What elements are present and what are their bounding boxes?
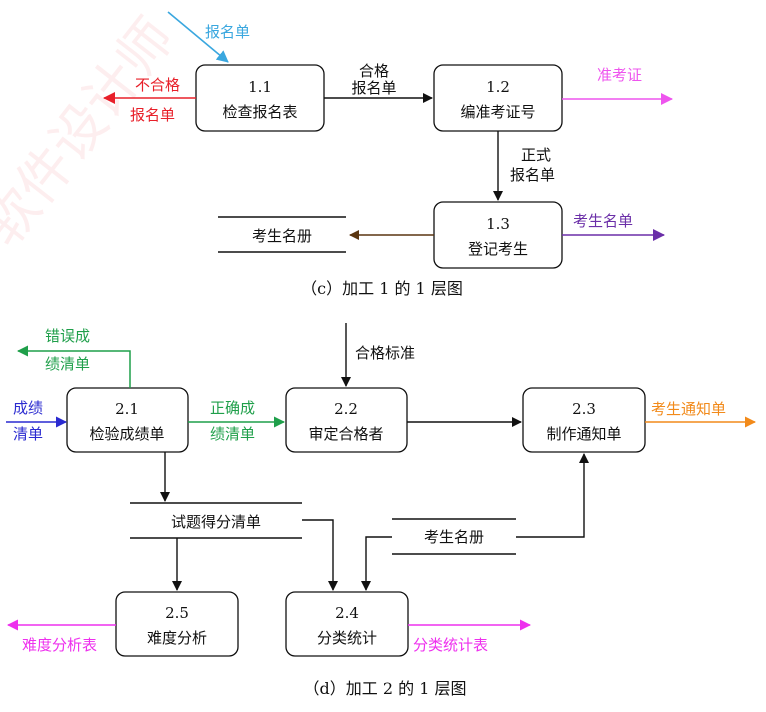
flow-classify-label: 分类统计表 — [413, 636, 488, 654]
flow-scores-to-2-4 — [302, 519, 338, 591]
process-2-3-name: 制作通知单 — [546, 425, 621, 443]
process-2-4-number: 2.4 — [335, 604, 359, 622]
process-2-1-number: 2.1 — [115, 400, 139, 418]
flow-grade-label-2: 清单 — [13, 425, 43, 443]
process-2-4: 2.4 分类统计 — [285, 591, 409, 657]
flow-difficulty-label: 难度分析表 — [22, 636, 97, 654]
process-2-1-name: 检验成绩单 — [89, 425, 164, 443]
store-roster-d-label: 考生名册 — [424, 528, 484, 546]
process-1-1-name: 检查报名表 — [222, 103, 297, 121]
process-2-5-name: 难度分析 — [147, 629, 207, 647]
process-2-2: 2.2 审定合格者 — [285, 387, 408, 453]
flow-formal-label-1: 正式 — [521, 146, 551, 164]
flow-in-form — [167, 11, 229, 63]
watermark: 软件设计师 — [0, 6, 186, 258]
store-scores-label: 试题得分清单 — [171, 513, 261, 531]
process-1-2-number: 1.2 — [486, 78, 510, 96]
process-2-5: 2.5 难度分析 — [115, 591, 239, 657]
flow-error-label-2: 绩清单 — [45, 355, 90, 373]
process-1-1-number: 1.1 — [248, 78, 272, 96]
diagram-d: 2.1 检验成绩单 2.2 审定合格者 2.3 制作通知单 2.5 难度分析 2… — [6, 323, 756, 698]
process-1-3: 1.3 登记考生 — [433, 201, 563, 269]
process-2-2-name: 审定合格者 — [308, 425, 383, 443]
flow-error — [17, 345, 131, 388]
flow-roster-to-2-4 — [361, 536, 392, 591]
process-1-3-number: 1.3 — [486, 215, 510, 233]
store-roster-c: 考生名册 — [218, 216, 346, 253]
store-roster-d: 考生名册 — [392, 518, 516, 555]
process-1-2: 1.2 编准考证号 — [433, 64, 563, 132]
process-1-1: 1.1 检查报名表 — [195, 64, 325, 132]
flow-error-label-1: 错误成 — [45, 327, 90, 345]
process-2-3-number: 2.3 — [572, 400, 596, 418]
flow-ok-label-2: 报名单 — [351, 79, 396, 97]
process-2-3: 2.3 制作通知单 — [522, 387, 646, 453]
flow-reject-label-1: 不合格 — [135, 76, 180, 94]
flow-ok-label-1: 合格 — [359, 62, 389, 80]
process-2-5-number: 2.5 — [165, 604, 189, 622]
store-scores: 试题得分清单 — [130, 502, 302, 539]
process-2-4-name: 分类统计 — [317, 629, 377, 647]
diagram-c: 1.1 检查报名表 1.2 编准考证号 1.3 登记考生 考生名册 报名单 不合… — [103, 11, 673, 298]
flow-roster-out-label: 考生名单 — [573, 212, 633, 230]
flow-grade-label-1: 成绩 — [13, 399, 43, 417]
process-1-2-name: 编准考证号 — [460, 103, 535, 121]
process-2-1: 2.1 检验成绩单 — [66, 387, 189, 453]
flow-correct-label-2: 绩清单 — [210, 425, 255, 443]
caption-d: （d）加工 2 的 1 层图 — [304, 679, 467, 698]
store-roster-c-label: 考生名册 — [252, 227, 312, 245]
flow-notice-label: 考生通知单 — [651, 400, 726, 418]
flow-standard-label: 合格标准 — [355, 344, 415, 362]
flow-in-form-label: 报名单 — [205, 23, 250, 41]
process-1-3-name: 登记考生 — [468, 240, 528, 258]
flow-roster-to-2-3 — [516, 453, 589, 538]
flow-admission-label: 准考证 — [597, 66, 642, 84]
process-2-2-number: 2.2 — [334, 400, 358, 418]
flow-formal-label-2: 报名单 — [510, 166, 555, 184]
flow-correct-label-1: 正确成 — [210, 399, 255, 417]
caption-c: （c）加工 1 的 1 层图 — [301, 279, 463, 298]
flow-reject-label-2: 报名单 — [130, 106, 175, 124]
